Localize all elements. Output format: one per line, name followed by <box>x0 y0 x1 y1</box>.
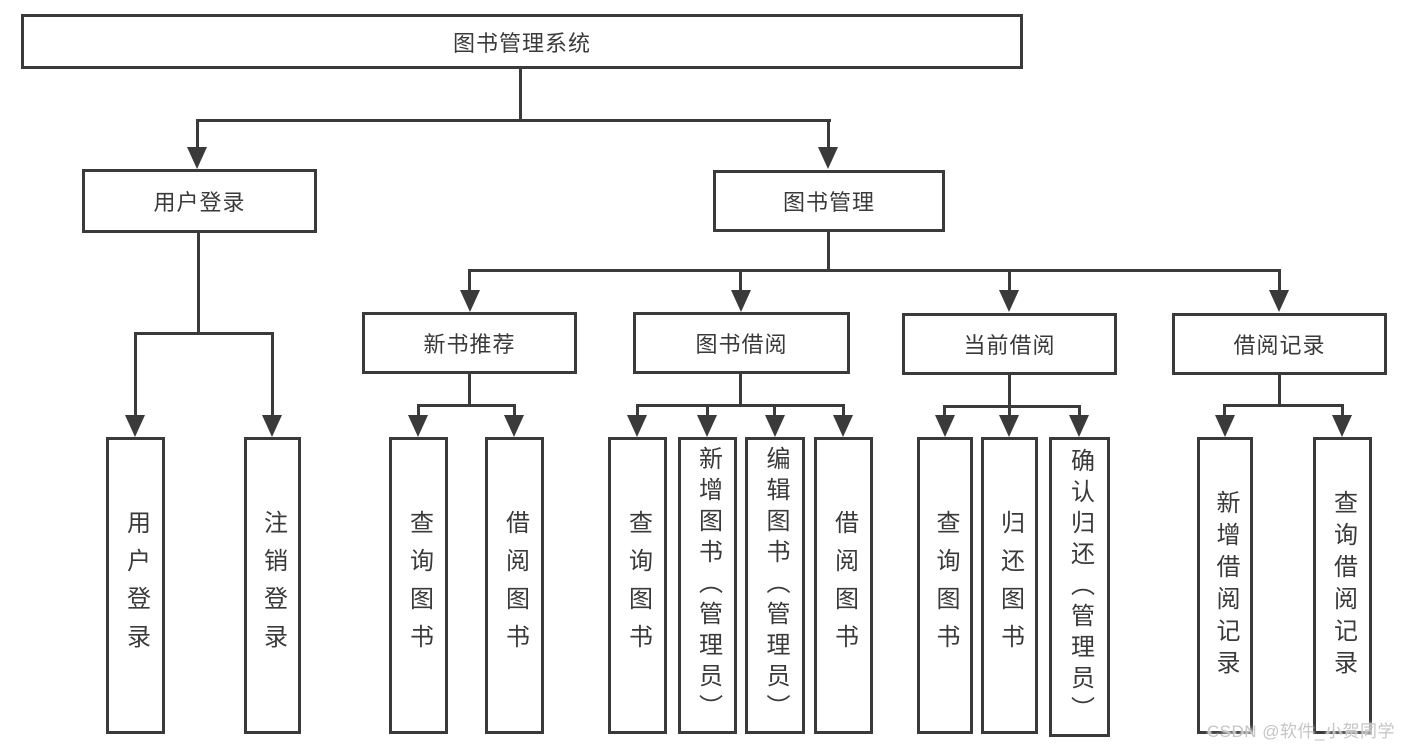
connector-line <box>271 332 274 415</box>
node-label: 图书管理系统 <box>452 30 591 56</box>
connector-line <box>197 233 200 335</box>
connector-line <box>1078 405 1081 417</box>
connector-line <box>1008 375 1011 408</box>
connector-line <box>134 332 137 415</box>
connector-line <box>417 404 516 407</box>
connector-line <box>1341 404 1344 417</box>
leaf-borrow-books: 借阅图书 <box>814 437 873 734</box>
connector-line <box>1278 375 1281 407</box>
leaf-query-books: 查询图书 <box>389 437 448 734</box>
arrowhead <box>1215 415 1235 437</box>
node-new-book-recommend: 新书推荐 <box>362 312 577 374</box>
connector-line <box>134 332 274 335</box>
connector-line <box>513 404 516 417</box>
connector-line <box>706 404 709 417</box>
leaf-return-book: 归还图书 <box>981 437 1038 734</box>
arrowhead <box>697 415 717 437</box>
leaf-add-book-admin: 新增图书（管理员） <box>678 437 737 734</box>
leaf-label: 编辑图书（管理员） <box>762 446 789 725</box>
leaf-label: 归还图书 <box>996 509 1024 662</box>
connector-line <box>1278 269 1281 292</box>
arrowhead <box>1332 415 1352 437</box>
arrowhead <box>818 147 838 169</box>
connector-line <box>196 119 831 122</box>
arrowhead <box>187 147 207 169</box>
leaf-label: 借阅图书 <box>501 509 529 662</box>
leaf-label: 新增图书（管理员） <box>694 446 722 725</box>
arrowhead <box>504 415 524 437</box>
leaf-borrow-books: 借阅图书 <box>485 437 544 734</box>
arrowhead <box>999 290 1019 312</box>
arrowhead <box>262 415 282 437</box>
node-label: 图书借阅 <box>695 332 788 357</box>
arrowhead <box>1069 415 1089 437</box>
leaf-label: 用户登录 <box>122 509 150 662</box>
arrowhead <box>765 415 785 437</box>
leaf-confirm-return-admin: 确认归还（管理员） <box>1049 437 1110 737</box>
leaf-query-books: 查询图书 <box>917 437 973 734</box>
leaf-label: 查询借阅记录 <box>1329 489 1357 682</box>
watermark: CSDN @软件_小贺同学 <box>1206 722 1395 741</box>
leaf-logout: 注销登录 <box>244 437 301 734</box>
node-label: 用户登录 <box>153 190 246 215</box>
node-label: 当前借阅 <box>963 333 1056 358</box>
leaf-label: 查询图书 <box>405 509 433 662</box>
node-library-system: 图书管理系统 <box>21 14 1023 69</box>
connector-line <box>636 404 845 407</box>
arrowhead <box>627 415 647 437</box>
connector-line <box>196 119 199 149</box>
leaf-edit-book-admin: 编辑图书（管理员） <box>745 437 805 734</box>
connector-line <box>468 269 471 292</box>
leaf-label: 查询图书 <box>624 509 652 662</box>
leaf-query-books: 查询图书 <box>608 437 667 734</box>
leaf-label: 确认归还（管理员） <box>1066 447 1094 727</box>
leaf-user-login: 用户登录 <box>106 437 165 734</box>
connector-line <box>519 68 522 121</box>
node-label: 新书推荐 <box>423 332 516 357</box>
leaf-add-borrow-record: 新增借阅记录 <box>1197 437 1253 734</box>
leaf-query-borrow-record: 查询借阅记录 <box>1313 437 1372 734</box>
leaf-label: 注销登录 <box>259 509 287 662</box>
leaf-label: 借阅图书 <box>830 509 858 662</box>
arrowhead <box>731 290 751 312</box>
arrowhead <box>833 415 853 437</box>
connector-line <box>468 374 471 407</box>
arrowhead <box>1269 290 1289 312</box>
connector-line <box>739 374 742 407</box>
node-book-borrow: 图书借阅 <box>633 312 850 374</box>
arrowhead <box>460 290 480 312</box>
node-label: 借阅记录 <box>1233 333 1326 358</box>
node-label: 图书管理 <box>782 190 875 215</box>
arrowhead <box>125 415 145 437</box>
leaf-label: 查询图书 <box>932 509 959 662</box>
node-user-login: 用户登录 <box>82 169 317 233</box>
node-borrow-records: 借阅记录 <box>1172 313 1387 375</box>
connector-line <box>1008 405 1011 417</box>
connector-line <box>827 119 830 149</box>
node-current-borrow: 当前借阅 <box>902 313 1117 375</box>
connector-line <box>944 405 1081 408</box>
connector-line <box>468 269 1281 272</box>
connector-line <box>1223 404 1226 417</box>
node-book-management: 图书管理 <box>713 170 945 232</box>
connector-line <box>1008 269 1011 292</box>
connector-line <box>636 404 639 417</box>
leaf-label: 新增借阅记录 <box>1212 489 1239 682</box>
arrowhead <box>935 415 955 437</box>
connector-line <box>773 404 776 417</box>
arrowhead <box>999 415 1019 437</box>
connector-line <box>827 232 830 272</box>
arrowhead <box>408 415 428 437</box>
connector-line <box>1223 404 1344 407</box>
connector-line <box>842 404 845 417</box>
connector-line <box>739 269 742 292</box>
connector-line <box>417 404 420 417</box>
connector-line <box>943 405 946 417</box>
